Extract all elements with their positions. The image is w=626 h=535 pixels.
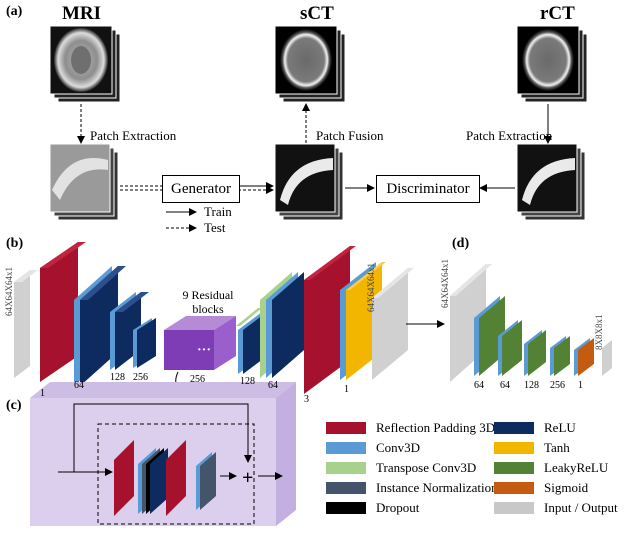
gen-ch-128: 128 <box>110 372 125 383</box>
generator-box: Generator <box>162 175 240 203</box>
svg-text:···: ··· <box>197 343 211 358</box>
train-legend-label: Train <box>204 204 232 219</box>
svg-text:+: + <box>242 467 253 489</box>
sct-title: sCT <box>300 3 334 24</box>
mri-title: MRI <box>62 3 102 24</box>
legend-dropout: Dropout <box>326 500 419 516</box>
gen-ch-256: 256 <box>133 372 148 383</box>
panel-b-label: (b) <box>6 236 24 251</box>
generator-network: ··· <box>14 242 414 394</box>
rct-volume-stack <box>516 25 588 103</box>
legend-swatch <box>494 482 534 494</box>
gen-ch-64: 64 <box>74 380 84 391</box>
panel-d-label: (d) <box>452 236 470 251</box>
residual-blocks-label: 9 Residual blocks <box>182 288 234 316</box>
legend-swatch <box>326 502 366 514</box>
legend-tanh: Tanh <box>494 440 570 456</box>
gen-ch-1: 1 <box>40 388 45 399</box>
gen-ch-256-res: 256 <box>190 374 205 385</box>
disc-input-size: 64X64X64x1 <box>440 259 450 308</box>
gen-ch-128-up: 128 <box>240 376 255 387</box>
legend-swatch <box>326 482 366 494</box>
disc-ch-1: 1 <box>578 380 583 391</box>
legend-swatch <box>494 462 534 474</box>
legend-swatch <box>326 462 366 474</box>
legend-swatch <box>326 422 366 434</box>
gen-ch-64-up: 64 <box>268 380 278 391</box>
mri-patch-stack <box>49 143 119 221</box>
legend-relu: ReLU <box>494 420 576 436</box>
legend-swatch <box>494 502 534 514</box>
sct-volume-stack <box>274 25 346 103</box>
panel-c-label: (c) <box>6 398 22 413</box>
patch-extraction-right-label: Patch Extraction <box>466 128 553 143</box>
sct-patch-stack <box>274 143 344 221</box>
disc-ch-128: 128 <box>524 380 539 391</box>
gen-ch-3: 3 <box>304 394 309 405</box>
discriminator-box: Discriminator <box>376 175 480 203</box>
legend-instance-norm: Instance Normalization <box>326 480 498 496</box>
legend-swatch <box>494 442 534 454</box>
rct-title: rCT <box>540 3 575 24</box>
disc-ch-256: 256 <box>550 380 565 391</box>
mri-volume-stack <box>49 25 121 103</box>
panel-a-label: (a) <box>6 4 23 19</box>
legend-conv3d: Conv3D <box>326 440 420 456</box>
disc-ch-64-b: 64 <box>500 380 510 391</box>
legend-reflection-padding: Reflection Padding 3D <box>326 420 495 436</box>
legend-transpose-conv3d: Transpose Conv3D <box>326 460 476 476</box>
patch-fusion-label: Patch Fusion <box>316 128 384 143</box>
rct-patch-stack <box>516 143 586 221</box>
residual-block-detail: + <box>30 382 296 526</box>
patch-extraction-left-label: Patch Extraction <box>90 128 177 143</box>
generator-output-size: 64X64X64x1 <box>366 263 376 312</box>
legend-sigmoid: Sigmoid <box>494 480 588 496</box>
legend-leakyrelu: LeakyReLU <box>494 460 608 476</box>
disc-output-size: 8X8X8x1 <box>594 314 604 351</box>
disc-ch-64-a: 64 <box>474 380 484 391</box>
legend-swatch <box>494 422 534 434</box>
test-legend-label: Test <box>204 220 226 235</box>
discriminator-network <box>450 264 612 382</box>
legend-swatch <box>326 442 366 454</box>
legend-input-output: Input / Output <box>494 500 618 516</box>
gen-ch-1-out: 1 <box>344 384 349 395</box>
generator-input-size: 64X64X64x1 <box>4 267 14 316</box>
